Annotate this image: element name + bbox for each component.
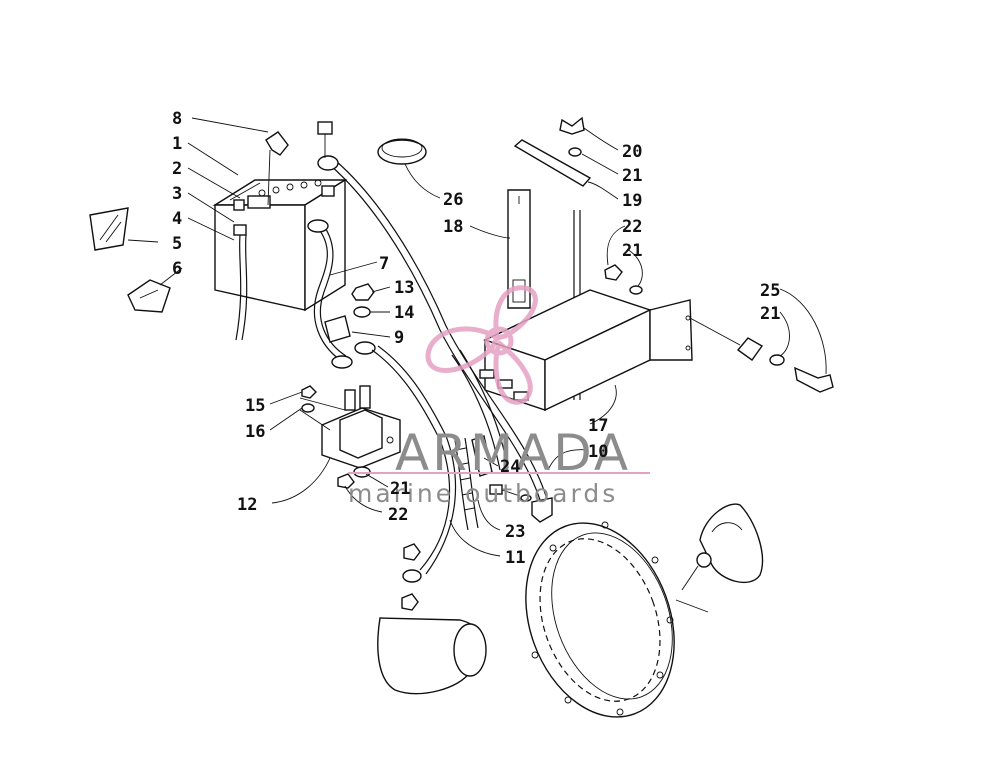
cable-sleeve bbox=[451, 349, 509, 471]
callout-labels: 8 1 2 3 4 5 6 7 13 14 9 15 16 12 21 22 2… bbox=[172, 109, 780, 568]
battery-cover-pad bbox=[127, 279, 171, 313]
hold-down-bracket bbox=[513, 139, 592, 187]
flywheel-cover-ring bbox=[525, 521, 675, 718]
callout-26: 26 bbox=[443, 190, 463, 210]
washer-14 bbox=[353, 306, 371, 318]
vent-tube bbox=[233, 224, 248, 341]
callout-3: 3 bbox=[172, 184, 182, 204]
washer-21-top bbox=[568, 147, 582, 157]
terminal-cap bbox=[265, 131, 289, 206]
battery-cable-10 bbox=[317, 155, 553, 523]
callout-21-top: 21 bbox=[622, 166, 642, 186]
callout-25: 25 bbox=[760, 281, 780, 301]
screw-right bbox=[489, 484, 532, 502]
leader-lines bbox=[127, 117, 827, 557]
corrugated-hose bbox=[454, 437, 479, 531]
callout-15: 15 bbox=[245, 396, 265, 416]
nut-15 bbox=[301, 385, 317, 399]
callout-1: 1 bbox=[172, 134, 182, 154]
callout-14: 14 bbox=[394, 303, 414, 323]
callout-18: 18 bbox=[443, 217, 463, 237]
callout-4: 4 bbox=[172, 209, 182, 229]
callout-20: 20 bbox=[622, 142, 642, 162]
callout-13: 13 bbox=[394, 278, 414, 298]
callout-5: 5 bbox=[172, 234, 182, 254]
washer-21-far bbox=[769, 354, 785, 366]
nut-13 bbox=[351, 283, 375, 301]
callout-6: 6 bbox=[172, 259, 182, 279]
starter-solenoid bbox=[299, 385, 401, 469]
washer-16 bbox=[301, 403, 315, 413]
callout-7: 7 bbox=[379, 254, 389, 274]
hose-clamp bbox=[377, 138, 427, 165]
battery-bolt bbox=[317, 121, 333, 158]
callout-22-right: 22 bbox=[622, 217, 642, 237]
callout-8: 8 bbox=[172, 109, 182, 129]
callout-24: 24 bbox=[500, 457, 520, 477]
battery-label-decal bbox=[89, 207, 129, 251]
callout-21-right: 21 bbox=[622, 241, 642, 261]
boot-9 bbox=[324, 315, 351, 343]
callout-9: 9 bbox=[394, 328, 404, 348]
callout-16: 16 bbox=[245, 422, 265, 442]
callout-11: 11 bbox=[505, 548, 525, 568]
bolt-22-left bbox=[337, 473, 355, 489]
callout-21-solenoid: 21 bbox=[390, 479, 410, 499]
bolt-25 bbox=[794, 366, 834, 393]
callout-21-bolt: 21 bbox=[760, 304, 780, 324]
callout-17: 17 bbox=[588, 416, 608, 436]
callout-23: 23 bbox=[505, 522, 525, 542]
armada-watermark: ARMADA marine outboards bbox=[348, 285, 650, 508]
wing-nut bbox=[559, 116, 585, 135]
callout-22-solenoid: 22 bbox=[388, 505, 408, 525]
watermark-tagline: marine outboards bbox=[348, 479, 618, 508]
starter-motor bbox=[377, 543, 487, 695]
propeller-logo-icon bbox=[425, 285, 538, 405]
callout-12: 12 bbox=[237, 495, 257, 515]
nut-22-right bbox=[604, 264, 623, 281]
mount-plate bbox=[736, 337, 764, 361]
callout-19: 19 bbox=[622, 191, 642, 211]
starter-cable-11 bbox=[354, 341, 457, 583]
battery bbox=[212, 178, 348, 312]
battery-cable-7 bbox=[307, 219, 353, 369]
callout-10: 10 bbox=[588, 442, 608, 462]
battery-strap bbox=[507, 189, 531, 309]
starter-handle bbox=[675, 503, 764, 613]
callout-2: 2 bbox=[172, 159, 182, 179]
washer-21-right bbox=[629, 285, 643, 295]
